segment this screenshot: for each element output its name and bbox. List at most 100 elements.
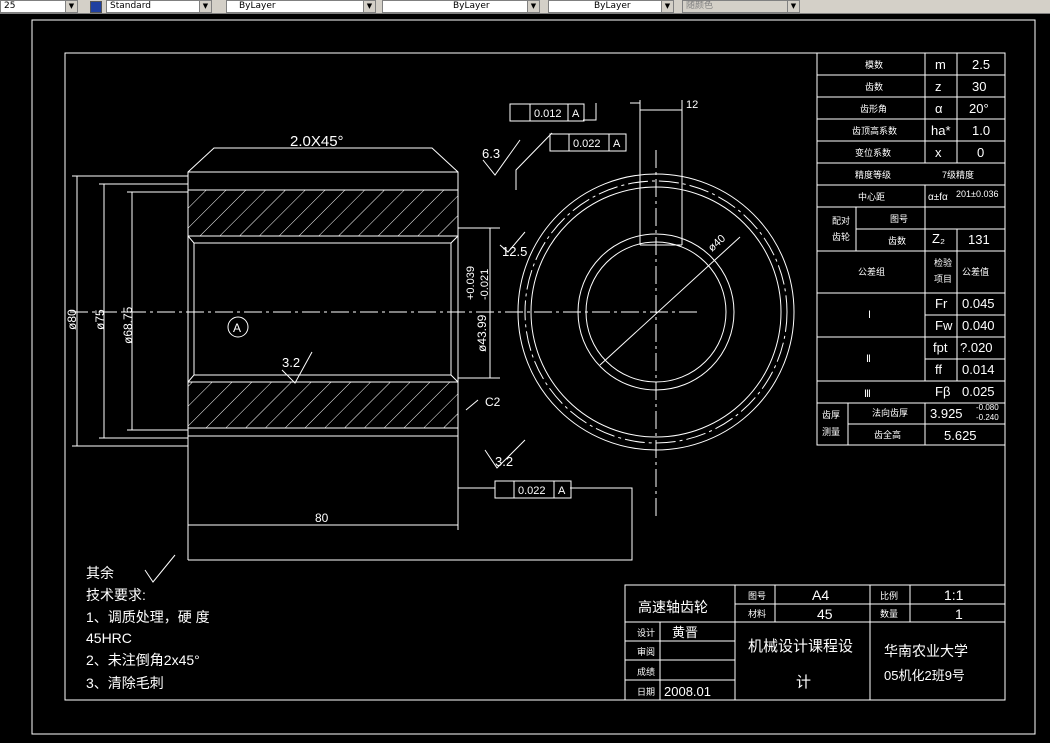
lineweight-combo[interactable]: ByLayer ▼ [548, 0, 674, 13]
roughness-63: 6.3 [482, 146, 500, 161]
tol-val-1: 0.040 [962, 318, 995, 333]
fcf-runout-top-tol: 0.022 [573, 138, 601, 150]
note-line4: 3、清除毛刺 [86, 675, 164, 691]
dim-75: ø75 [93, 309, 107, 330]
fcf-runout-bottom-datum: A [558, 485, 566, 497]
mate-val: 131 [968, 232, 990, 247]
param-sym-3: ha* [931, 123, 951, 138]
tol-header-value: 公差值 [962, 266, 989, 277]
fcf-runout-top-datum: A [613, 138, 621, 150]
fcf-symmetry [509, 103, 585, 122]
thickness-a-val: 3.925 [930, 406, 963, 421]
tol-val-0: 0.045 [962, 296, 995, 311]
mate-sym: Z₂ [932, 231, 945, 246]
param-label-4: 变位系数 [855, 147, 891, 158]
textstyle-combo[interactable]: Standard ▼ [106, 0, 212, 13]
plotstyle-value: 随颜色 [686, 1, 714, 11]
chevron-down-icon[interactable]: ▼ [527, 1, 539, 12]
fcf-runout-bottom [494, 480, 572, 499]
fcf-sym-datum: A [572, 108, 580, 120]
roughness-125: 12.5 [502, 244, 527, 259]
chevron-down-icon[interactable]: ▼ [661, 1, 673, 12]
tol-sym-3: ff [935, 362, 942, 377]
thickness-b-val: 5.625 [944, 428, 977, 443]
course-line1: 机械设计课程设 [748, 638, 853, 655]
qty-value: 1 [955, 606, 963, 622]
chevron-down-icon[interactable]: ▼ [199, 1, 211, 12]
school-name: 华南农业大学 [884, 643, 968, 659]
param-sym-1: z [935, 79, 942, 94]
drawing-canvas[interactable]: 2.0X45° ø80 ø75 ø68.75 ø43.99 +0.039 -0.… [0, 14, 1050, 739]
accuracy-val: 7级精度 [942, 169, 974, 180]
course-line2: 计 [796, 674, 811, 691]
cad-drawing[interactable]: 2.0X45° ø80 ø75 ø68.75 ø43.99 +0.039 -0.… [0, 14, 1050, 739]
properties-toolbar: 25 ▼ Standard ▼ ByLayer ▼ ByLayer ▼ ByLa… [0, 0, 1050, 14]
tol-sym-0: Fr [935, 296, 948, 311]
thickness-b: 齿全高 [874, 429, 901, 440]
mate-label1: 配对 [832, 215, 850, 226]
approve-label: 成绩 [637, 666, 655, 677]
scale-label: 比例 [880, 590, 898, 601]
title-block [624, 584, 1006, 701]
material-label: 材料 [748, 608, 766, 619]
width-80: 80 [315, 511, 329, 525]
tol-group-2: Ⅱ [866, 354, 871, 365]
center-val: 201±0.036 [956, 189, 998, 199]
linetype-value: ByLayer [453, 1, 490, 11]
linetype-combo[interactable]: ByLayer ▼ [382, 0, 540, 13]
dimstyle-combo[interactable]: 25 ▼ [0, 0, 78, 13]
dimstyle-value: 25 [4, 1, 16, 11]
hatch-bottom [187, 381, 459, 429]
tol-group-4: Ⅲ [864, 389, 871, 400]
param-sym-0: m [935, 57, 946, 72]
tol-header-group: 公差组 [858, 266, 885, 277]
thickness-a-tol-u: -0.080 [976, 403, 999, 412]
param-label-1: 齿数 [865, 81, 883, 92]
check-label: 审阅 [637, 646, 655, 657]
tol-sym-1: Fw [935, 318, 953, 333]
tol-header-item1: 检验 [934, 257, 952, 268]
text-style-icon[interactable] [90, 1, 102, 13]
outer-frame [31, 19, 1036, 735]
thickness-label2: 测量 [822, 427, 840, 437]
date-label: 日期 [637, 687, 655, 697]
tol-header-item2: 项目 [934, 274, 952, 284]
bore-outline [193, 242, 452, 376]
fcf-runout-bottom-tol: 0.022 [518, 485, 546, 497]
note-title: 技术要求: [86, 587, 146, 603]
mate-label2: 齿轮 [832, 231, 850, 242]
chamfer-label: 2.0X45° [290, 133, 344, 150]
tol-sym-4: Fβ [935, 384, 950, 399]
layer-value: ByLayer [239, 1, 276, 11]
section-view [70, 102, 700, 583]
hatch-top [187, 189, 459, 237]
note-line3: 2、未注倒角2x45° [86, 652, 200, 668]
param-val-0: 2.5 [972, 57, 990, 72]
parameter-table [816, 52, 1006, 446]
fcf-runout-top [549, 133, 627, 152]
param-val-1: 30 [972, 79, 986, 94]
center-label: 中心距 [858, 191, 885, 202]
chevron-down-icon[interactable]: ▼ [787, 1, 799, 12]
layer-combo[interactable]: ByLayer ▼ [226, 0, 376, 13]
param-label-0: 模数 [865, 59, 883, 70]
note-line1: 1、调质处理，硬 度 [86, 609, 210, 625]
roughness-32-inner: 3.2 [282, 355, 300, 370]
roughness-32-bottom: 3.2 [495, 454, 513, 469]
bore-tol-upper: +0.039 [465, 266, 477, 300]
note-line2: 45HRC [86, 630, 132, 646]
fcf-sym-tol: 0.012 [534, 108, 562, 120]
plotstyle-combo[interactable]: 随颜色 ▼ [682, 0, 800, 13]
param-val-2: 20° [969, 101, 989, 116]
drawing-no: A4 [812, 587, 829, 603]
date-value: 2008.01 [664, 684, 711, 699]
thickness-a: 法向齿厚 [872, 407, 908, 418]
chevron-down-icon[interactable]: ▼ [65, 1, 77, 12]
tol-val-3: 0.014 [962, 362, 995, 377]
param-label-2: 齿形角 [860, 103, 887, 114]
chevron-down-icon[interactable]: ▼ [363, 1, 375, 12]
drawing-no-label: 图号 [748, 591, 766, 601]
param-val-4: 0 [977, 145, 984, 160]
end-view [517, 100, 795, 520]
param-val-3: 1.0 [972, 123, 990, 138]
